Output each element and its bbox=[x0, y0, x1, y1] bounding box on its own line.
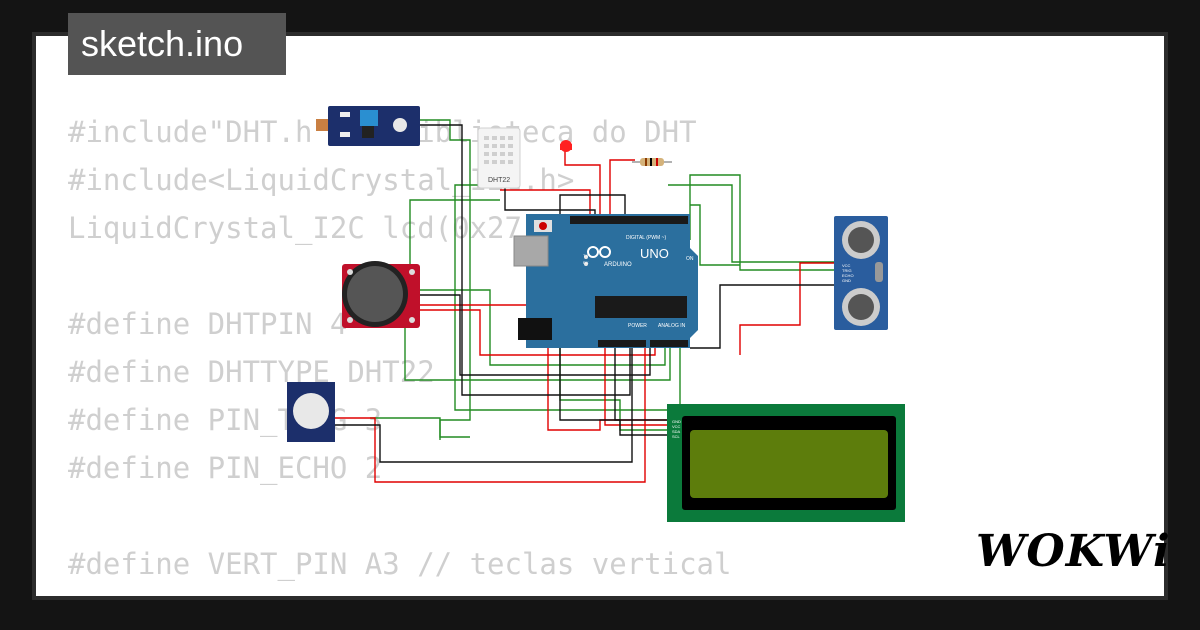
sketch-preview-frame: #include"DHT.h" // biblioteca do DHT#inc… bbox=[32, 32, 1168, 600]
lcd-pin-vcc: VCC bbox=[672, 424, 681, 429]
dht22-label: DHT22 bbox=[488, 177, 510, 184]
code-line: #define PIN_ECHO 2 bbox=[68, 451, 383, 485]
dht22-sensor[interactable]: DHT22 bbox=[477, 127, 521, 189]
lcd-pin-gnd: GND bbox=[672, 419, 681, 424]
red-led[interactable] bbox=[560, 140, 572, 152]
ultrasonic-sensor[interactable]: VCC TRIG ECHO GND bbox=[834, 216, 888, 330]
lcd-display[interactable]: GND VCC SDA SCL bbox=[667, 404, 905, 522]
arduino-power-label: POWER bbox=[628, 323, 647, 329]
lcd-pin-scl: SCL bbox=[672, 434, 681, 439]
arduino-rx-label: RX bbox=[583, 260, 589, 265]
arduino-analog-label: ANALOG IN bbox=[658, 323, 686, 329]
ultrasonic-pin-gnd: GND bbox=[842, 278, 851, 283]
pir-motion-sensor[interactable] bbox=[287, 382, 335, 442]
arduino-model: UNO bbox=[640, 246, 669, 261]
wokwi-logo: WOKWi bbox=[976, 526, 1171, 577]
ultrasonic-pin-trig: TRIG bbox=[842, 268, 852, 273]
code-line: #define VERT_PIN A3 // teclas vertical bbox=[68, 547, 732, 581]
code-line: #define DHTPIN 4 bbox=[68, 307, 348, 341]
resistor[interactable] bbox=[632, 158, 672, 166]
code-line: #define HORZ_PIN A4 // teclas horizontal bbox=[68, 588, 766, 596]
file-tab-title[interactable]: sketch.ino bbox=[68, 13, 286, 75]
lcd-pin-sda: SDA bbox=[672, 429, 681, 434]
code-line: #include"DHT.h" // biblioteca do DHT bbox=[68, 115, 697, 149]
code-line: LiquidCrystal_I2C lcd(0x27,16,4); bbox=[68, 211, 645, 245]
arduino-on-label: ON bbox=[686, 256, 694, 262]
ultrasonic-pin-echo: ECHO bbox=[842, 273, 854, 278]
code-line: #define DHTTYPE DHT22 bbox=[68, 355, 435, 389]
arduino-brand: ARDUINO bbox=[604, 262, 632, 268]
arduino-tx-label: TX bbox=[583, 253, 588, 258]
ultrasonic-pin-vcc: VCC bbox=[842, 263, 851, 268]
ldr-sensor-module[interactable] bbox=[316, 106, 420, 146]
arduino-uno-board[interactable]: UNO ARDUINO DIGITAL (PWM ~) ANALOG IN PO… bbox=[513, 214, 698, 348]
joystick-module[interactable] bbox=[342, 261, 420, 328]
arduino-digital-label: DIGITAL (PWM ~) bbox=[626, 235, 666, 241]
